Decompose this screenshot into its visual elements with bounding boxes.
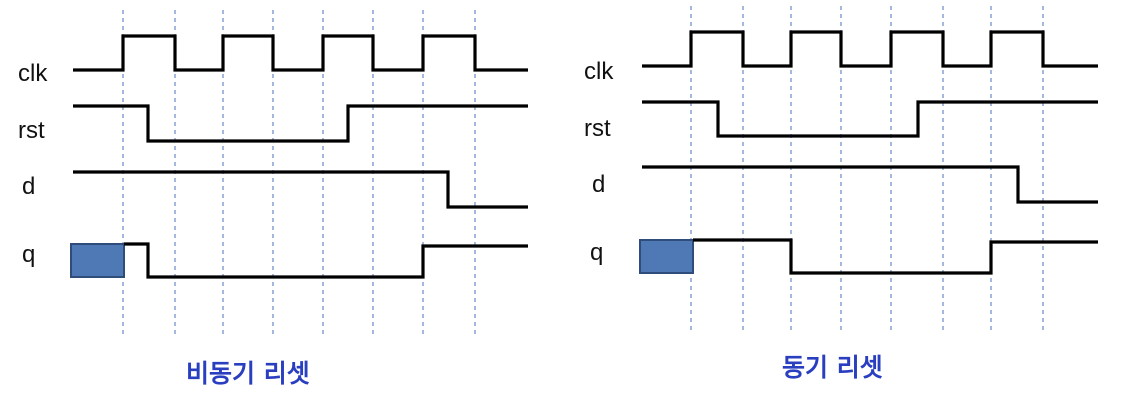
clk-waveform — [642, 30, 1098, 68]
d-waveform — [73, 170, 528, 209]
clk-label: clk — [584, 58, 614, 85]
rst-waveform — [642, 100, 1098, 138]
rst-label: rst — [584, 115, 611, 142]
d-label: d — [22, 173, 35, 200]
q-unknown-state — [639, 239, 694, 274]
clk-label: clk — [18, 60, 48, 87]
sync-reset-diagram: clk rst d q 동기 리셋 — [584, 6, 1098, 382]
q-waveform — [693, 238, 1098, 275]
async-gridlines — [122, 10, 476, 338]
async-reset-diagram: clk rst d q 비동기 리셋 — [18, 10, 528, 388]
sync-gridlines — [690, 6, 1044, 333]
clk-waveform — [73, 34, 528, 72]
q-waveform — [124, 242, 528, 279]
async-reset-caption: 비동기 리셋 — [186, 359, 310, 388]
q-label: q — [590, 239, 603, 266]
rst-label: rst — [18, 117, 45, 144]
q-label: q — [22, 241, 35, 268]
q-unknown-state — [70, 243, 125, 278]
d-waveform — [642, 165, 1098, 204]
d-label: d — [592, 171, 605, 198]
sync-reset-caption: 동기 리셋 — [782, 353, 883, 382]
rst-waveform — [73, 104, 528, 143]
